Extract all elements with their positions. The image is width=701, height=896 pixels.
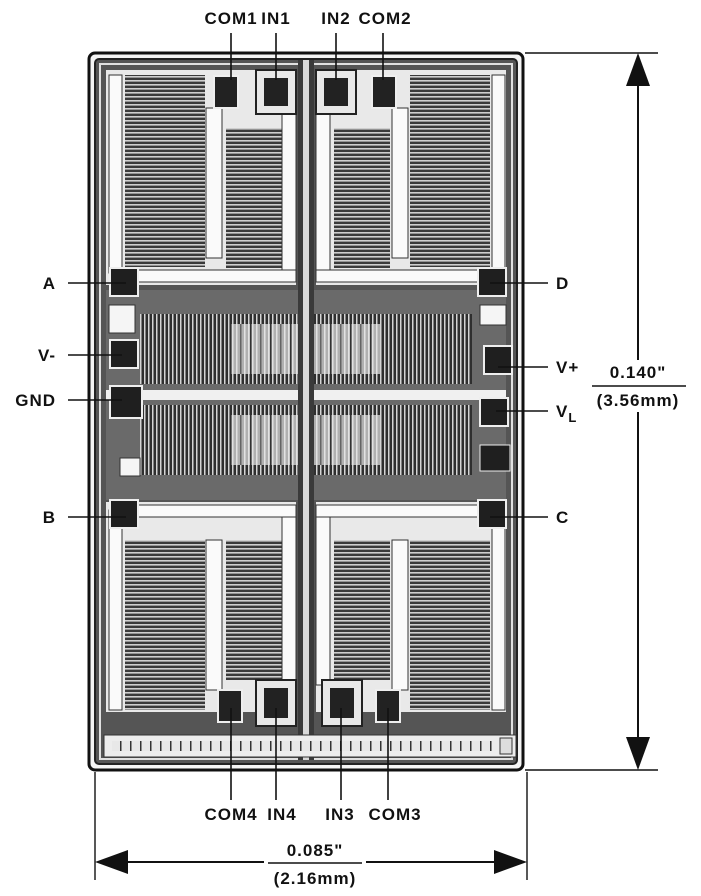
bus-line (281, 504, 297, 686)
label-in3: IN3 (325, 805, 354, 824)
pad-v-l (479, 397, 509, 427)
label-com1: COM1 (204, 9, 257, 28)
width-inches: 0.085" (287, 841, 344, 860)
bus-line (491, 74, 506, 274)
label-com2: COM2 (358, 9, 411, 28)
pad-a (109, 267, 139, 297)
bus-line (108, 509, 123, 711)
quadrant-bottom-left (106, 502, 297, 712)
switch-array (125, 75, 205, 267)
height-dimension: 0.140" (3.56mm) (525, 52, 690, 771)
switch-array (125, 540, 205, 710)
leader-lines (68, 33, 548, 800)
height-inches: 0.140" (610, 363, 667, 382)
switch-array (334, 128, 390, 268)
label-v-l-main: V (556, 402, 568, 421)
label-v-plus: V+ (556, 358, 579, 377)
pad-com1 (213, 75, 239, 109)
bus-line (315, 504, 331, 686)
arrow-up-icon (626, 53, 650, 86)
bus-line (315, 107, 331, 281)
arrow-down-icon (626, 737, 650, 770)
test-pad (479, 304, 507, 326)
switch-array (334, 540, 390, 680)
label-in4: IN4 (267, 805, 296, 824)
width-dimension: 0.085" (2.16mm) (94, 772, 528, 888)
bus-line (124, 269, 297, 283)
label-com4: COM4 (204, 805, 257, 824)
pad-in1 (264, 78, 288, 106)
pad-com2 (371, 75, 397, 109)
switch-array (410, 75, 490, 267)
pad-v-plus (483, 345, 513, 375)
pad-c (477, 499, 507, 529)
quadrant-bottom-right (315, 502, 506, 712)
label-v-l: VL (556, 402, 577, 425)
bus-line (124, 504, 297, 518)
pad-com4 (217, 689, 243, 723)
bus-line (491, 509, 506, 711)
label-b: B (43, 508, 56, 527)
bus-line (315, 269, 488, 283)
label-v-minus: V- (38, 346, 56, 365)
bus-line (315, 504, 488, 518)
height-millimeters: (3.56mm) (597, 391, 680, 410)
label-in1: IN1 (261, 9, 290, 28)
label-com3: COM3 (368, 805, 421, 824)
switch-array (410, 540, 490, 710)
label-v-l-subscript: L (568, 410, 577, 425)
label-c: C (556, 508, 569, 527)
arrow-left-icon (95, 850, 128, 874)
bus-line (281, 107, 297, 281)
label-in2: IN2 (321, 9, 350, 28)
pad-gnd (109, 385, 143, 419)
pin-labels: COM1 IN1 IN2 COM2 A D V- V+ GND VL B C C… (15, 9, 579, 824)
bus-line (391, 107, 409, 259)
bus-line (205, 539, 223, 691)
scribe-strip (103, 734, 517, 758)
label-d: D (556, 274, 569, 293)
label-gnd: GND (15, 391, 56, 410)
arrow-right-icon (494, 850, 527, 874)
test-pad (119, 457, 141, 477)
test-pad (108, 304, 136, 334)
switch-array (226, 128, 282, 268)
bus-line (108, 74, 123, 274)
quadrant-top-left (106, 70, 297, 285)
test-pad (479, 444, 511, 472)
bus-line (391, 539, 409, 691)
pad-d (477, 267, 507, 297)
switch-array (226, 540, 282, 680)
bus-line (205, 107, 223, 259)
center-trace (303, 60, 309, 760)
pad-v-minus (109, 339, 139, 369)
width-millimeters: (2.16mm) (274, 869, 357, 888)
label-a: A (43, 274, 56, 293)
die (87, 51, 525, 772)
pad-in3 (330, 688, 354, 718)
quadrant-top-right (315, 70, 506, 285)
pad-b (109, 499, 139, 529)
pad-in2 (324, 78, 348, 106)
